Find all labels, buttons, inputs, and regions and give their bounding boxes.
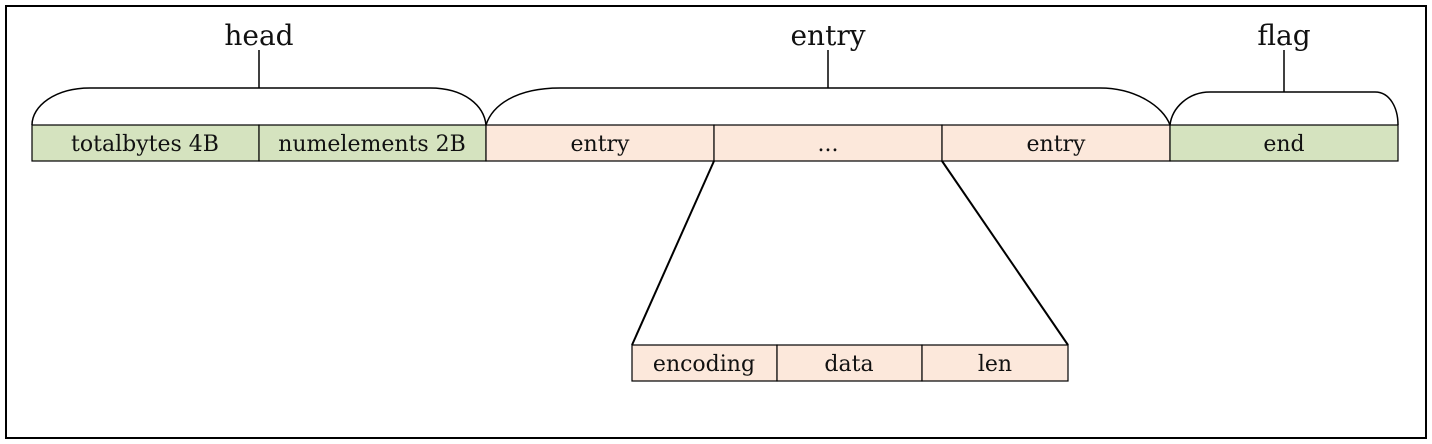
cell-len: len [921, 344, 1069, 382]
encoding-label: encoding [653, 352, 755, 377]
cell-entry-first: entry [485, 124, 715, 162]
cell-ellipsis: ... [713, 124, 943, 162]
data-label: data [824, 352, 873, 377]
zoom-line-right [941, 160, 1069, 346]
cell-entry-last: entry [941, 124, 1171, 162]
cell-numelements: numelements 2B [258, 124, 487, 162]
entry-last-label: entry [1027, 132, 1087, 157]
len-label: len [978, 352, 1012, 377]
entry-first-label: entry [571, 132, 631, 157]
end-label: end [1263, 132, 1304, 157]
entry-group-label: entry [790, 19, 865, 52]
head-brace [31, 50, 487, 126]
entry-brace [485, 50, 1171, 126]
head-label: head [224, 19, 293, 52]
cell-encoding: encoding [631, 344, 778, 382]
cell-data: data [776, 344, 923, 382]
numelements-label: numelements 2B [278, 132, 466, 157]
flag-label: flag [1257, 19, 1310, 52]
flag-brace [1169, 50, 1399, 126]
ellipsis-label: ... [818, 132, 839, 157]
zoom-line-left [631, 160, 715, 346]
cell-totalbytes: totalbytes 4B [31, 124, 260, 162]
diagram-frame [5, 5, 1427, 439]
totalbytes-label: totalbytes 4B [71, 132, 219, 157]
cell-end: end [1169, 124, 1399, 162]
